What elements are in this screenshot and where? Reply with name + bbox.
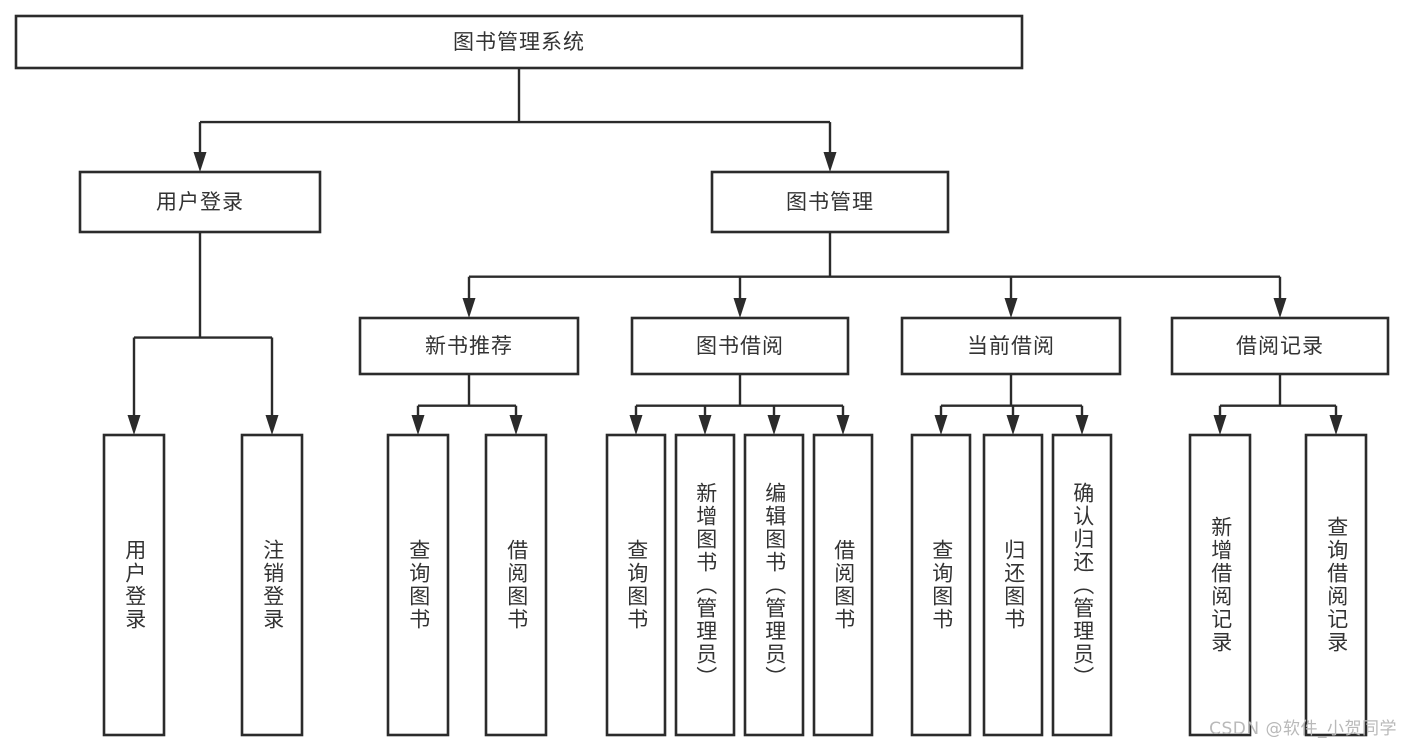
node-box-leaf-query-book-recommend[interactable] xyxy=(386,433,450,737)
conn-recommend-to-leaves xyxy=(411,374,523,435)
arrow-head-icon xyxy=(767,415,781,435)
conn-borrow-to-leaves xyxy=(629,374,850,435)
node-box-layer xyxy=(14,14,1390,737)
arrow-head-icon xyxy=(1273,298,1287,318)
conn-record-to-leaves xyxy=(1213,374,1343,435)
node-label-book-borrow: 图书借阅 xyxy=(696,334,784,358)
arrow-head-icon xyxy=(1075,415,1089,435)
node-label-new-book-recommend: 新书推荐 xyxy=(425,334,513,358)
node-box-borrow-record[interactable] xyxy=(1170,316,1390,376)
node-box-leaf-confirm-return-admin[interactable] xyxy=(1051,433,1113,737)
node-box-book-borrow[interactable] xyxy=(630,316,850,376)
conn-root-to-level1 xyxy=(193,68,837,172)
arrow-head-icon xyxy=(733,298,747,318)
arrow-head-icon xyxy=(411,415,425,435)
arrow-head-icon xyxy=(1004,298,1018,318)
arrow-head-icon xyxy=(629,415,643,435)
node-box-leaf-edit-book-admin[interactable] xyxy=(743,433,805,737)
node-label-borrow-record: 借阅记录 xyxy=(1236,334,1324,358)
conn-bookmgmt-to-level2 xyxy=(462,232,1287,318)
node-box-leaf-user-logout[interactable] xyxy=(240,433,304,737)
node-box-leaf-borrow-book[interactable] xyxy=(812,433,874,737)
conn-current-to-leaves xyxy=(934,374,1089,435)
node-label-user-login: 用户登录 xyxy=(156,190,244,214)
arrow-head-icon xyxy=(698,415,712,435)
node-label-book-management: 图书管理 xyxy=(786,190,874,214)
node-box-book-management[interactable] xyxy=(710,170,950,234)
node-box-leaf-return-book[interactable] xyxy=(982,433,1044,737)
arrow-head-icon xyxy=(1329,415,1343,435)
connector-layer xyxy=(127,68,1343,435)
node-box-root[interactable] xyxy=(14,14,1024,70)
arrow-head-icon xyxy=(934,415,948,435)
node-label-current-borrow: 当前借阅 xyxy=(967,334,1055,358)
node-box-current-borrow[interactable] xyxy=(900,316,1122,376)
arrow-head-icon xyxy=(462,298,476,318)
node-box-leaf-add-borrow-record[interactable] xyxy=(1188,433,1252,737)
node-box-leaf-borrow-book-recommend[interactable] xyxy=(484,433,548,737)
node-box-leaf-query-book-current[interactable] xyxy=(910,433,972,737)
arrow-head-icon xyxy=(1006,415,1020,435)
node-box-leaf-add-book-admin[interactable] xyxy=(674,433,736,737)
node-box-leaf-user-login[interactable] xyxy=(102,433,166,737)
watermark-text: CSDN @软件_小贺同学 xyxy=(1209,719,1397,739)
conn-userlogin-to-leaves xyxy=(127,232,279,435)
arrow-head-icon xyxy=(265,415,279,435)
arrow-head-icon xyxy=(127,415,141,435)
node-box-user-login[interactable] xyxy=(78,170,322,234)
arrow-head-icon xyxy=(509,415,523,435)
arrow-head-icon xyxy=(1213,415,1227,435)
arrow-head-icon xyxy=(823,152,837,172)
node-box-leaf-query-book-borrow[interactable] xyxy=(605,433,667,737)
arrow-head-icon xyxy=(193,152,207,172)
node-label-root: 图书管理系统 xyxy=(453,30,585,54)
node-box-new-book-recommend[interactable] xyxy=(358,316,580,376)
arrow-head-icon xyxy=(836,415,850,435)
node-box-leaf-query-borrow-record[interactable] xyxy=(1304,433,1368,737)
